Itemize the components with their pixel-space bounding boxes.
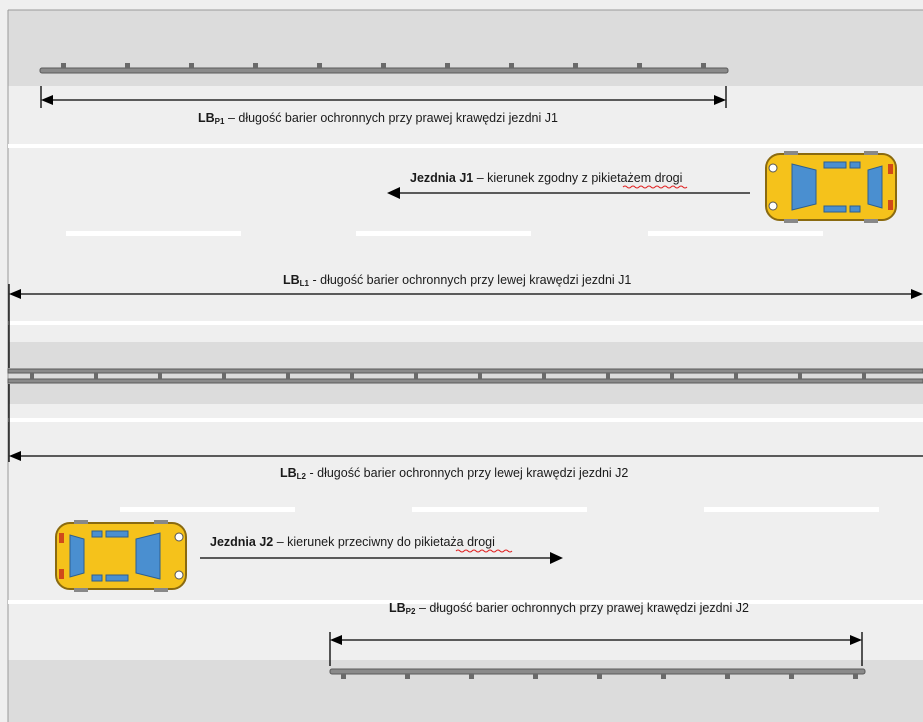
lane-dash	[648, 231, 823, 236]
spellcheck-underline	[622, 185, 688, 189]
lane-edge-line	[8, 144, 923, 148]
arrow-icon	[40, 86, 727, 108]
label-lbl1: LBL1 - długość barier ochronnych przy le…	[283, 273, 631, 288]
lane-dash	[412, 507, 587, 512]
guardrail-icon	[7, 368, 923, 384]
arrow-icon	[387, 187, 750, 199]
label-lbp1: LBP1 – długość barier ochronnych przy pr…	[198, 111, 558, 126]
lane-dash	[120, 507, 295, 512]
guardrail-icon	[39, 63, 729, 74]
label-jezdnia-j1: Jezdnia J1 – kierunek zgodny z pikietaże…	[410, 171, 682, 185]
arrow-icon	[329, 632, 863, 666]
arrow-icon	[8, 284, 923, 368]
label-lbl2: LBL2 - długość barier ochronnych przy le…	[280, 466, 628, 481]
car-icon	[55, 519, 187, 593]
arrow-icon	[200, 552, 563, 564]
spellcheck-underline	[455, 549, 513, 553]
label-jezdnia-j2: Jezdnia J2 – kierunek przeciwny do pikie…	[210, 535, 495, 549]
guardrail-icon	[329, 668, 866, 679]
lane-dash	[704, 507, 879, 512]
lane-edge-line	[8, 321, 923, 325]
spellcheck-word: pikietażem	[591, 171, 651, 185]
arrow-icon	[8, 384, 923, 462]
spellcheck-word: pikietaża	[414, 535, 463, 549]
label-lbp2: LBP2 – długość barier ochronnych przy pr…	[389, 601, 749, 616]
lane-edge-line	[8, 418, 923, 422]
lane-dash	[66, 231, 241, 236]
car-icon	[765, 150, 897, 224]
lane-dash	[356, 231, 531, 236]
top-shoulder	[8, 10, 923, 86]
lane-edge-line	[8, 600, 923, 604]
